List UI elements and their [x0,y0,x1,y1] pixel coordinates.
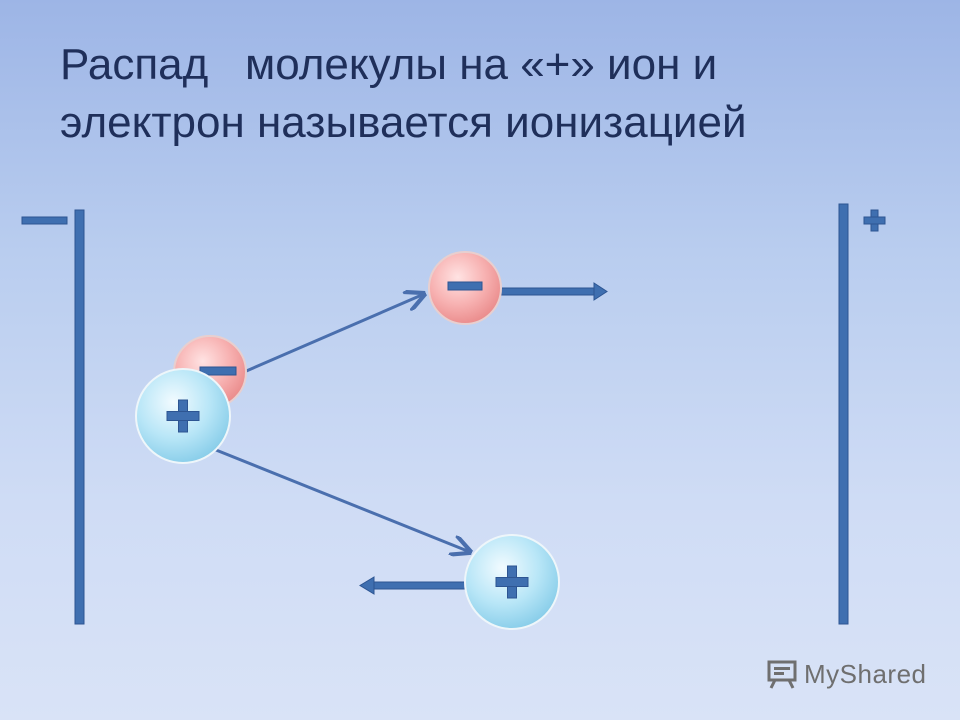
watermark-text: MyShared [804,658,927,689]
slide-title: Распад молекулы на «+» ион и электрон на… [60,36,900,152]
ion-direction-arrow [359,576,469,595]
negative-plate [74,209,85,625]
free-electron [428,251,502,325]
electron-direction-arrow [499,282,608,301]
watermark: MyShared [766,656,927,692]
ion-trajectory-arrow [215,448,470,552]
electron-trajectory-arrow [243,294,424,374]
molecule-ion [135,368,231,464]
positive-plate-sign [863,209,886,232]
free-ion [464,534,560,630]
slide-title-line-2: электрон называется ионизацией [60,98,747,147]
slide-title-line-1: Распад молекулы на «+» ион и [60,40,718,89]
negative-plate-sign [21,216,68,225]
presentation-board-icon [767,660,797,689]
positive-plate [838,203,849,625]
